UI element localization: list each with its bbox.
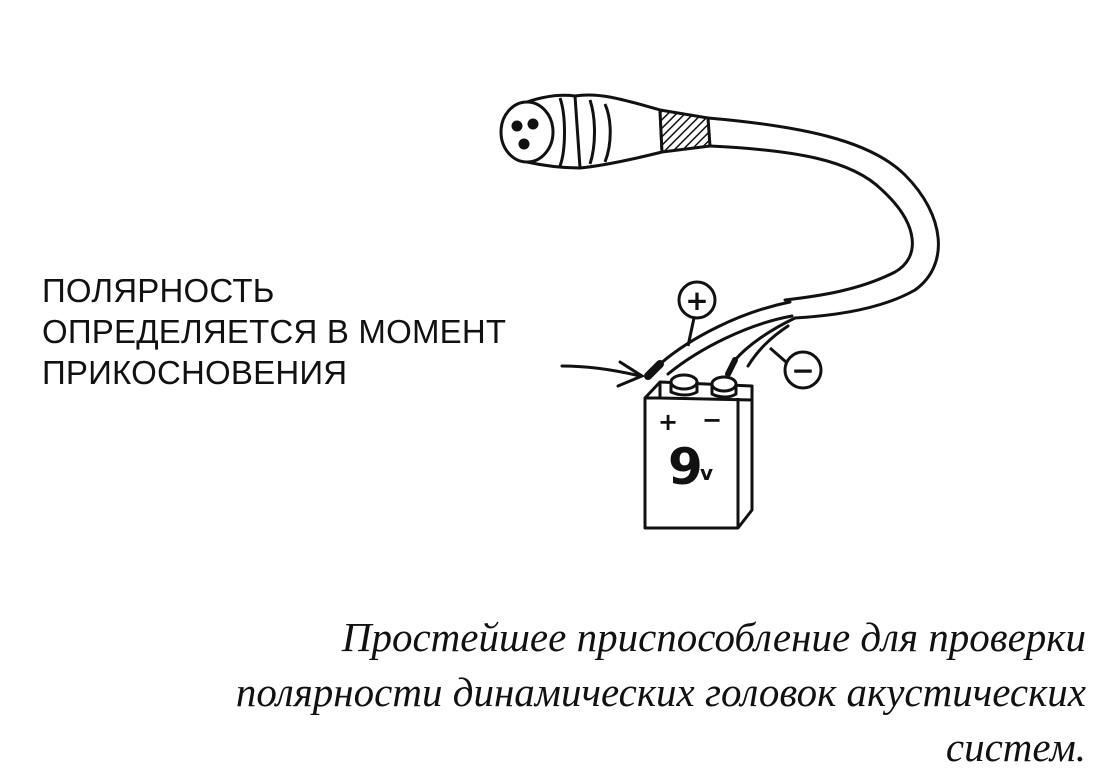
connector-pin-3 <box>518 138 530 150</box>
battery-terminal-positive <box>669 373 699 391</box>
positive-marker: + <box>677 280 717 347</box>
battery-terminal-negative <box>710 375 738 393</box>
minus-sign: − <box>791 354 814 387</box>
battery-voltage-unit: v <box>700 461 713 485</box>
polarity-note-line-1: ПОЛЯРНОСТЬ <box>42 272 275 309</box>
cable <box>644 116 940 380</box>
wire-negative <box>733 316 797 362</box>
battery-9v <box>643 373 754 530</box>
polarity-note-line-3: ПРИКОСНОВЕНИЯ <box>42 354 348 391</box>
caption-line-2: полярности динамических головок акустиче… <box>235 669 1086 715</box>
xlr-connector <box>499 93 712 170</box>
connector-boot <box>574 93 664 170</box>
battery-minus-label: − <box>702 406 722 434</box>
battery-voltage-number: 9 <box>668 438 703 496</box>
polarity-note: ПОЛЯРНОСТЬ ОПРЕДЕЛЯЕТСЯ В МОМЕНТ ПРИКОСН… <box>42 270 506 393</box>
caption-line-1: Простейшее приспособление для проверки <box>341 614 1086 660</box>
contact-arrow-icon <box>560 360 646 388</box>
plus-sign: + <box>685 284 708 317</box>
connector-face <box>499 100 555 164</box>
caption-line-3: систем. <box>945 724 1086 770</box>
connector-barrel <box>526 93 582 170</box>
connector-strain-relief <box>658 108 712 154</box>
polarity-note-line-2: ОПРЕДЕЛЯЕТСЯ В МОМЕНТ <box>42 313 507 350</box>
connector-pin-2 <box>527 118 539 130</box>
wire-positive <box>658 300 792 366</box>
connector-pin-1 <box>511 120 523 132</box>
figure-caption: Простейшее приспособление для проверки п… <box>86 610 1086 775</box>
battery-plus-label: + <box>658 408 678 436</box>
negative-marker: − <box>769 346 823 390</box>
